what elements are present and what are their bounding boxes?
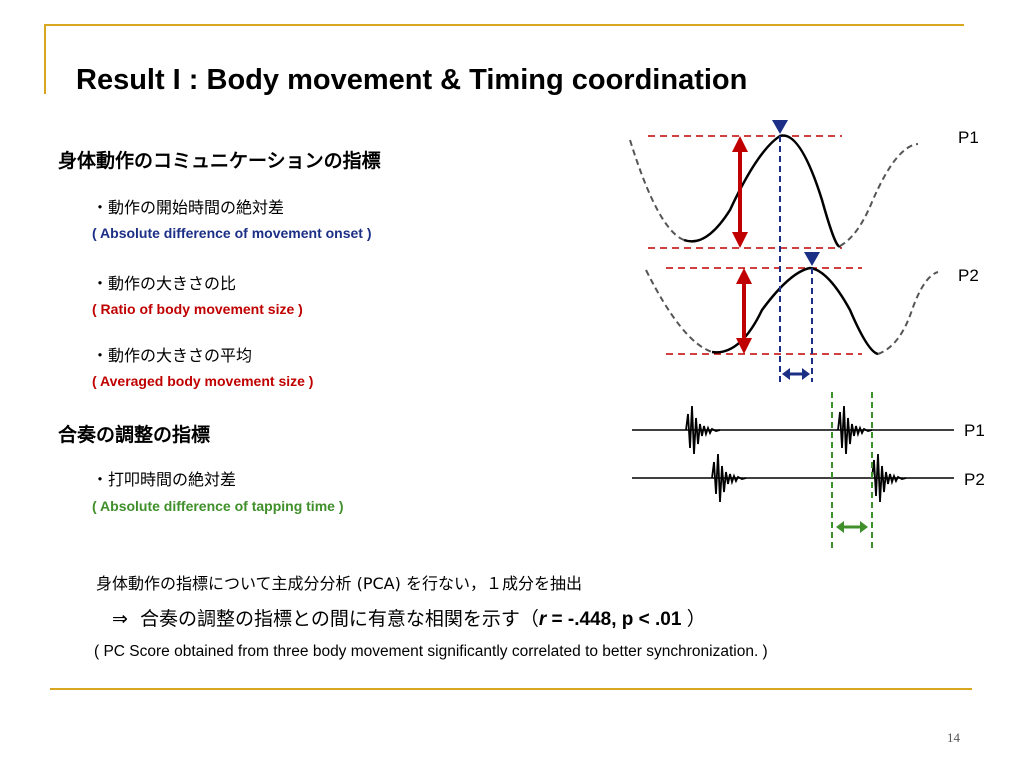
frame-left-rule	[44, 24, 46, 94]
p2-curve-left-dashed	[645, 269, 713, 353]
diagram2-label-p2: P2	[964, 470, 985, 489]
section1-item3-jp: ・動作の大きさの平均	[92, 346, 253, 365]
p2-curve-right-dashed	[877, 271, 939, 355]
section1-item2-jp: ・動作の大きさの比	[92, 274, 237, 293]
section1-item1-en: ( Absolute difference of movement onset …	[92, 225, 372, 241]
p1-curve-left-dashed	[629, 139, 685, 241]
p1-size-arrowhead-bottom	[732, 232, 748, 248]
tap-diff-arrowhead-right	[860, 521, 868, 533]
correlation-r-symbol: r	[538, 609, 547, 630]
frame-top-rule	[44, 24, 964, 26]
pca-description: 身体動作の指標について主成分分析 (PCA) を行ない，１成分を抽出	[96, 574, 582, 593]
p1-size-arrowhead-top	[732, 136, 748, 152]
p2-size-arrowhead-top	[736, 268, 752, 284]
correlation-stats: = -.448, p < .01	[546, 609, 687, 630]
section1-item2-en: ( Ratio of body movement size )	[92, 301, 303, 317]
movement-diagram: P1 P2	[629, 120, 979, 382]
p1-tap1-waveform	[685, 405, 721, 455]
p1-onset-marker	[772, 120, 788, 134]
english-summary-note: ( PC Score obtained from three body move…	[94, 643, 768, 660]
conclusion-close: ）	[686, 608, 706, 630]
frame-bottom-rule	[50, 688, 972, 690]
p2-tap1-waveform	[711, 453, 747, 503]
tapping-diagram: P1 P2	[632, 392, 985, 552]
diagram1-label-p1: P1	[958, 128, 979, 147]
p2-curve	[711, 266, 879, 356]
page-number: 14	[947, 730, 960, 745]
tap-diff-arrowhead-left	[836, 521, 844, 533]
section2-item1-jp: ・打叩時間の絶対差	[92, 470, 237, 489]
p2-size-arrowhead-bottom	[736, 338, 752, 354]
section2-item1-en: ( Absolute difference of tapping time )	[92, 498, 344, 514]
diagram2-label-p1: P1	[964, 421, 985, 440]
diagram1-label-p2: P2	[958, 266, 979, 285]
conclusion-text: 合奏の調整の指標との間に有意な相関を示す（	[140, 608, 539, 630]
implies-symbol: ⇒	[112, 608, 128, 630]
section2-heading: 合奏の調整の指標	[58, 424, 211, 446]
p2-tap2-waveform	[871, 453, 907, 503]
slide-title: Result I : Body movement & Timing coordi…	[76, 64, 748, 96]
p2-onset-marker	[804, 252, 820, 266]
p1-curve	[683, 134, 842, 248]
onset-diff-arrowhead-left	[782, 368, 790, 380]
section1-item1-jp: ・動作の開始時間の絶対差	[92, 198, 285, 217]
onset-diff-arrowhead-right	[802, 368, 810, 380]
p1-tap2-waveform	[837, 405, 873, 455]
p1-curve-right-dashed	[839, 143, 919, 247]
conclusion-line: ⇒ 合奏の調整の指標との間に有意な相関を示す（r = -.448, p < .0…	[112, 604, 706, 631]
section1-heading: 身体動作のコミュニケーションの指標	[58, 150, 381, 172]
section1-item3-en: ( Averaged body movement size )	[92, 373, 314, 389]
